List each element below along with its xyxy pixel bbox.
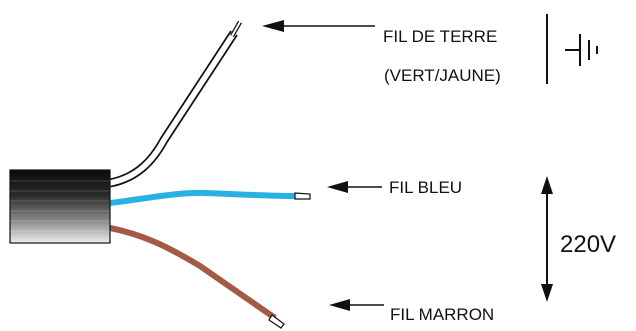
blue-pointer-arrow: [327, 181, 382, 193]
earth-pointer-arrow: [262, 20, 375, 32]
brown-wire-label: FIL MARRON: [390, 305, 494, 324]
brown-wire: [109, 225, 285, 329]
cable-sheath: [9, 169, 111, 244]
brown-pointer-arrow: [329, 299, 384, 311]
earth-wire: [108, 20, 242, 188]
blue-wire-label: FIL BLEU: [389, 178, 462, 197]
voltage-label: 220V: [560, 231, 616, 258]
blue-wire: [109, 189, 311, 206]
ground-symbol-icon: [565, 34, 598, 66]
earth-wire-label-line1: FIL DE TERRE: [383, 27, 497, 46]
earth-wire-label-line2: (VERT/JAUNE): [384, 66, 501, 85]
voltage-double-arrow: [541, 176, 553, 302]
